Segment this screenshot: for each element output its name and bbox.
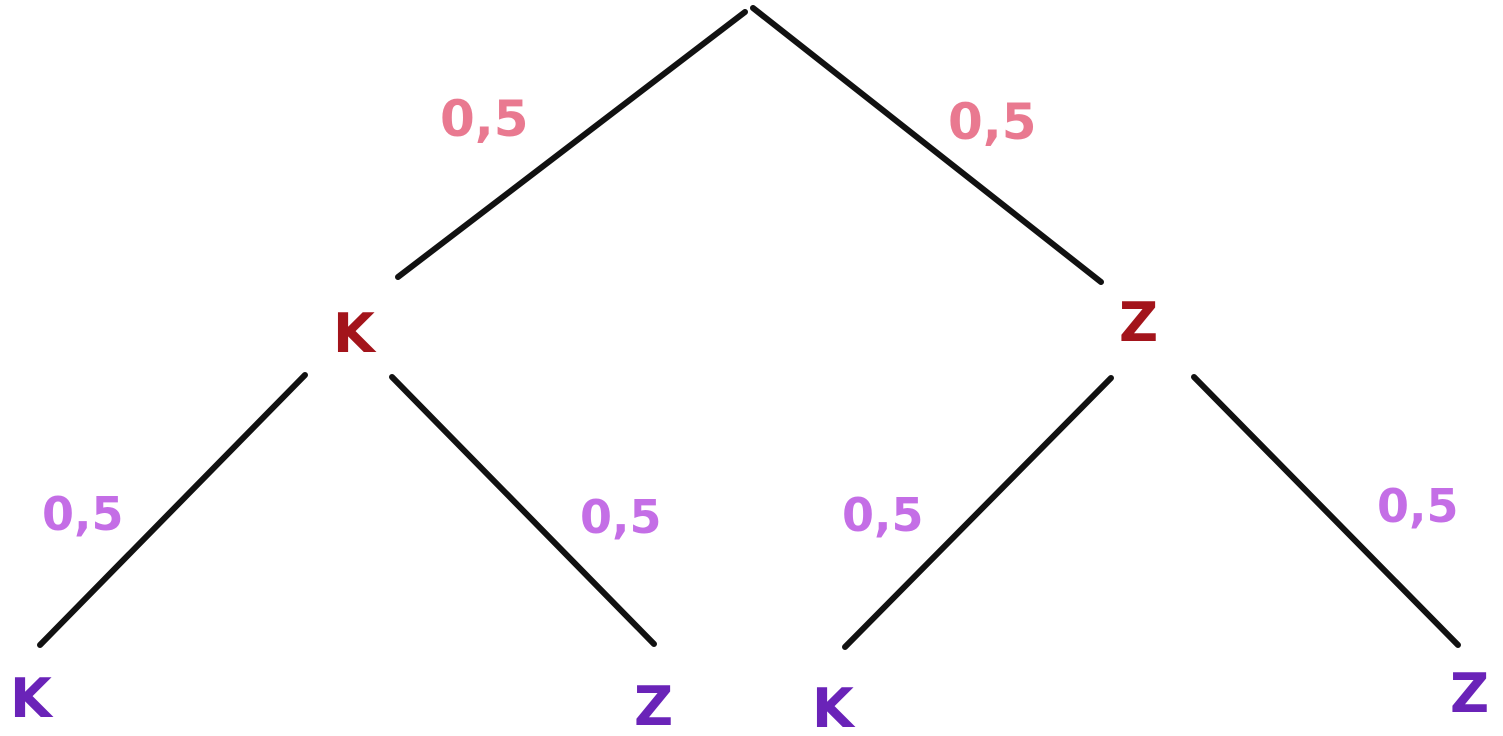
prob-z-z-label: 0,5 bbox=[1377, 479, 1459, 533]
prob-root-z-label: 0,5 bbox=[948, 93, 1037, 151]
node-z-label: Z bbox=[1119, 291, 1158, 354]
branch-z-to-k bbox=[842, 375, 1114, 650]
branch-root-to-z bbox=[750, 5, 1104, 285]
node-k-label: K bbox=[333, 302, 377, 365]
prob-k-z-label: 0,5 bbox=[580, 490, 662, 544]
leaf-4-label: Z bbox=[1450, 662, 1489, 725]
branch-root-to-k bbox=[395, 9, 748, 280]
branch-k-to-k bbox=[37, 372, 308, 648]
leaf-1-label: K bbox=[10, 667, 54, 730]
prob-z-k-label: 0,5 bbox=[842, 488, 924, 542]
leaf-3-label: K bbox=[812, 677, 856, 736]
prob-k-k-label: 0,5 bbox=[42, 487, 124, 541]
branch-z-to-z bbox=[1191, 374, 1461, 648]
prob-root-k-label: 0,5 bbox=[440, 90, 529, 148]
leaf-2-label: Z bbox=[634, 675, 673, 736]
branch-k-to-z bbox=[389, 374, 657, 647]
